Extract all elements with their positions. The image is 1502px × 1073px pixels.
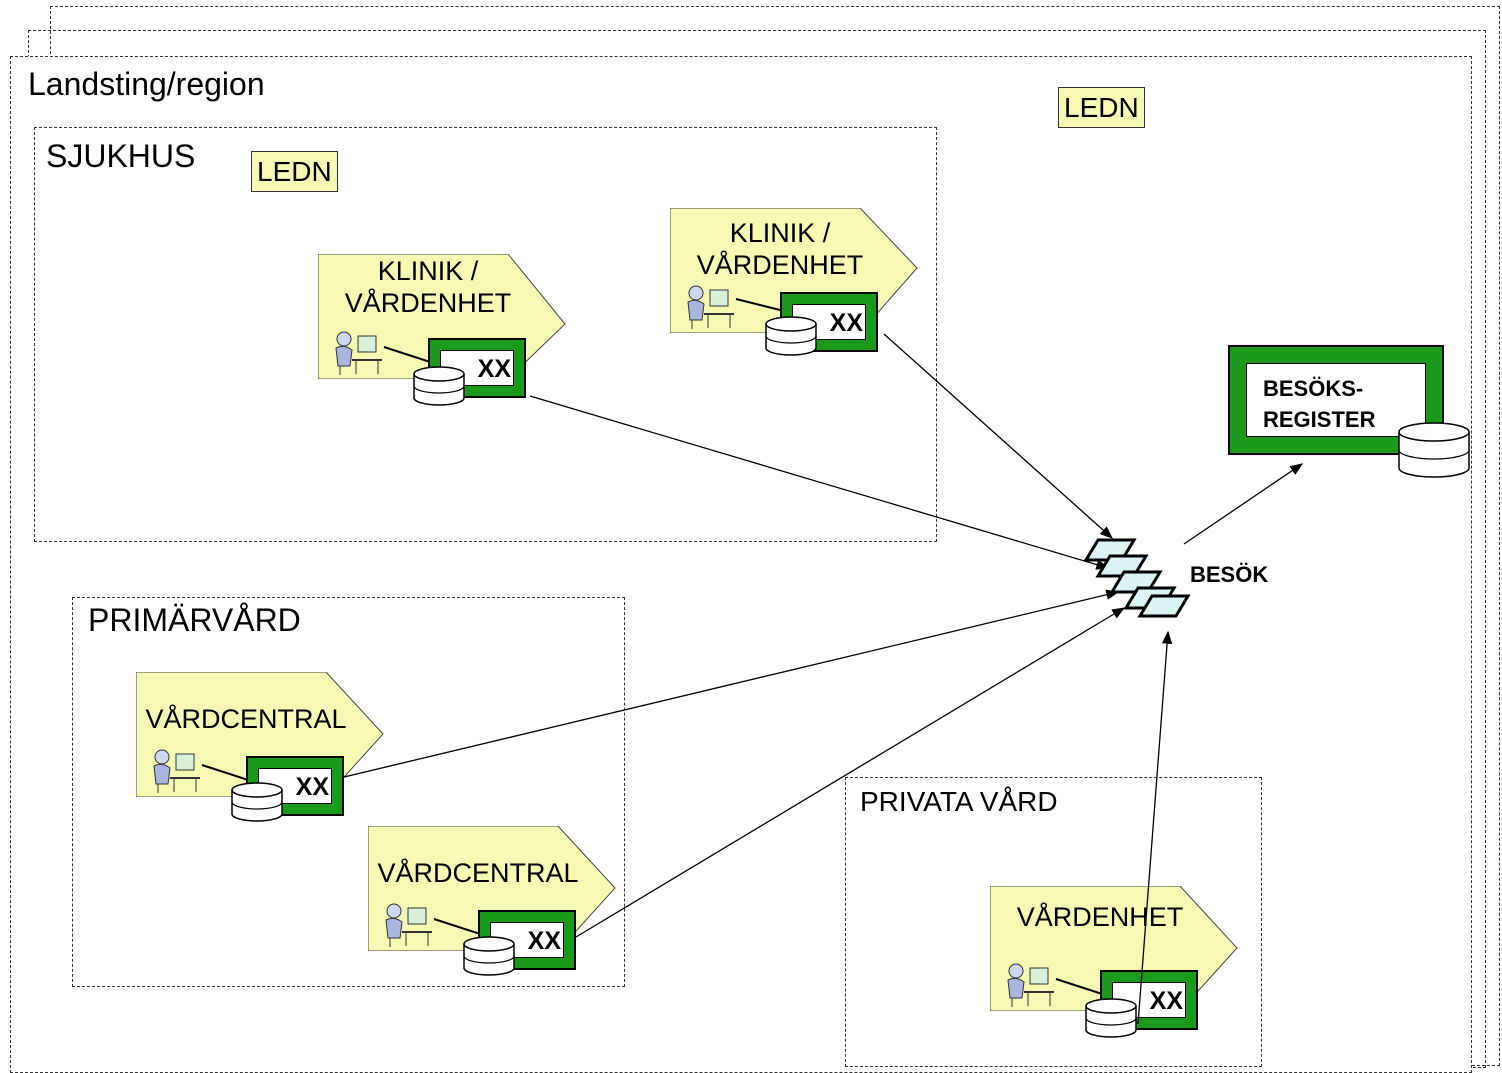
arrow-primary-unit-2-to-visits xyxy=(575,607,1126,938)
system-label: XX xyxy=(477,355,511,383)
unit-title: KLINIK / VÅRDENHET xyxy=(670,218,890,282)
database-icon xyxy=(231,782,283,822)
private-care-title: PRIVATA VÅRD xyxy=(860,786,1058,817)
database-icon xyxy=(463,936,515,976)
primary-care-unit-1: VÅRDCENTRAL XX xyxy=(136,672,386,852)
unit-title-line: VÅRDENHET xyxy=(1016,902,1184,932)
visit-register-line1: BESÖKS- xyxy=(1263,376,1364,401)
system-label: XX xyxy=(1149,987,1183,1015)
unit-title-line: VÅRDCENTRAL xyxy=(377,858,579,888)
database-icon xyxy=(413,366,465,406)
computer-user-icon xyxy=(1007,963,1054,1007)
hospital-title: SJUKHUS xyxy=(46,138,196,174)
primary-care-title: PRIMÄRVÅRD xyxy=(88,602,301,638)
unit-title-line2: VÅRDENHET xyxy=(344,287,512,318)
arrow-visits-to-register xyxy=(1183,463,1304,545)
unit-title: VÅRDCENTRAL xyxy=(136,704,356,736)
unit-title-line1: KLINIK / xyxy=(377,256,479,286)
region-ledn-box: LEDN xyxy=(1058,87,1145,128)
arrow-private-unit-to-visits xyxy=(1137,630,1173,1025)
computer-user-icon xyxy=(385,903,432,947)
hospital-ledn-box: LEDN xyxy=(251,151,338,192)
unit-title: KLINIK / VÅRDENHET xyxy=(318,256,538,320)
visit-register-system: BESÖKS- REGISTER xyxy=(1228,345,1444,455)
unit-title-line1: KLINIK / xyxy=(729,218,831,248)
system-screen-inner: XX xyxy=(1112,982,1186,1018)
system-label: XX xyxy=(295,773,329,801)
primary-care-unit-2: VÅRDCENTRAL XX xyxy=(368,826,618,1006)
visit-register-line2: REGISTER xyxy=(1263,406,1376,432)
computer-user-icon xyxy=(153,749,200,793)
visit-register-database-icon xyxy=(1398,422,1470,478)
unit-title-line2: VÅRDENHET xyxy=(696,249,864,280)
visit-register-label: BESÖKS- REGISTER xyxy=(1263,374,1375,436)
hospital-unit-2: KLINIK / VÅRDENHET XX xyxy=(670,208,920,388)
visit-register-screen: BESÖKS- REGISTER xyxy=(1246,363,1426,437)
private-care-unit: VÅRDENHET XX xyxy=(990,886,1240,1066)
database-icon xyxy=(765,316,817,356)
arrow-hospital-unit-1-to-visits xyxy=(529,395,1110,570)
unit-title: VÅRDENHET xyxy=(990,902,1210,934)
region-title: Landsting/region xyxy=(28,66,265,102)
unit-title-line: VÅRDCENTRAL xyxy=(145,704,347,734)
hospital-frame xyxy=(34,127,937,542)
system-label: XX xyxy=(527,927,561,955)
visit-record xyxy=(1137,594,1191,618)
computer-user-icon xyxy=(687,285,734,329)
arrow-hospital-unit-2-to-visits xyxy=(883,333,1113,539)
visits-label: BESÖK xyxy=(1190,562,1269,587)
private-care-frame xyxy=(845,777,1262,1067)
computer-user-icon xyxy=(335,331,382,375)
hospital-unit-1: KLINIK / VÅRDENHET XX xyxy=(318,254,568,434)
database-icon xyxy=(1085,998,1137,1038)
arrow-primary-unit-1-to-visits xyxy=(343,589,1120,778)
system-label: XX xyxy=(829,309,863,337)
primary-care-frame xyxy=(72,597,625,987)
visit-records-icon xyxy=(1083,538,1191,618)
unit-title: VÅRDCENTRAL xyxy=(368,858,588,890)
